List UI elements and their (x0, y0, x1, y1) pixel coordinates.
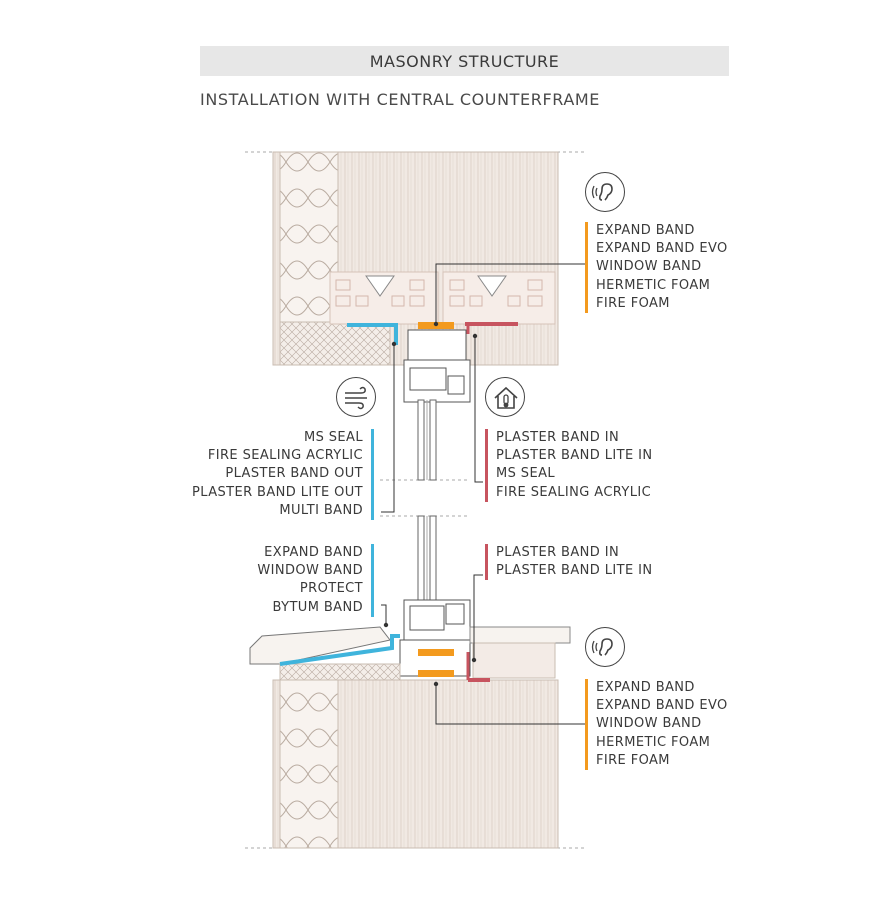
lower-seals (279, 634, 490, 682)
orange-accent-bar (585, 222, 588, 313)
label-item: MULTI BAND (279, 502, 363, 518)
label-item: PLASTER BAND LITE IN (496, 448, 653, 464)
ear-sound-icon (585, 172, 625, 212)
red-accent-bar (485, 544, 488, 580)
blue-accent-bar (371, 429, 374, 520)
mid-left-labels: MS SEAL FIRE SEALING ACRYLIC PLASTER BAN… (192, 429, 363, 520)
label-item: EXPAND BAND (596, 680, 695, 695)
label-item: PLASTER BAND LITE IN (496, 563, 653, 579)
diagram-subtitle: INSTALLATION WITH CENTRAL COUNTERFRAME (200, 90, 601, 109)
section-title: MASONRY STRUCTURE (369, 51, 560, 71)
glazing (417, 399, 437, 607)
label-item: WINDOW BAND (596, 716, 702, 732)
wind-icon (336, 377, 376, 417)
blue-accent-bar (371, 544, 374, 617)
red-accent-bar (485, 429, 488, 502)
house-thermometer-icon (485, 377, 525, 417)
label-item: EXPAND BAND EVO (596, 241, 728, 257)
label-item: MS SEAL (303, 430, 363, 445)
window-frame-bottom (399, 599, 471, 677)
label-item: HERMETIC FOAM (596, 734, 711, 750)
label-item: BYTUM BAND (272, 599, 363, 615)
mid-right-labels: PLASTER BAND IN PLASTER BAND LITE IN MS … (496, 429, 652, 502)
label-item: WINDOW BAND (596, 259, 702, 275)
bottom-right-labels: EXPAND BAND EXPAND BAND EVO WINDOW BAND … (596, 679, 728, 770)
section-title-bar: MASONRY STRUCTURE (200, 46, 729, 76)
label-item: EXPAND BAND EVO (596, 698, 728, 714)
ear-sound-icon (585, 627, 625, 667)
label-item: FIRE FOAM (596, 295, 670, 311)
window-frame-top (403, 329, 471, 403)
label-item: PLASTER BAND OUT (225, 466, 363, 482)
top-right-labels: EXPAND BAND EXPAND BAND EVO WINDOW BAND … (596, 222, 728, 313)
label-item: PROTECT (299, 581, 363, 597)
upper-wall (272, 151, 559, 366)
lower-left-labels: EXPAND BAND WINDOW BAND PROTECT BYTUM BA… (257, 544, 363, 617)
leader-lines (381, 263, 586, 725)
label-item: HERMETIC FOAM (596, 277, 711, 293)
label-item: EXPAND BAND (596, 223, 695, 238)
sill-inner (469, 626, 571, 679)
label-item: FIRE FOAM (596, 752, 670, 768)
label-item: FIRE SEALING ACRYLIC (207, 448, 363, 464)
label-item: EXPAND BAND (264, 545, 363, 560)
label-item: MS SEAL (496, 466, 556, 482)
lower-wall (272, 663, 559, 849)
label-item: PLASTER BAND IN (496, 545, 620, 560)
leader-dots (383, 321, 478, 687)
label-item: PLASTER BAND IN (496, 430, 620, 445)
label-item: PLASTER BAND LITE OUT (192, 484, 363, 500)
orange-accent-bar (585, 679, 588, 770)
lower-right-labels: PLASTER BAND IN PLASTER BAND LITE IN (496, 544, 652, 580)
label-item: FIRE SEALING ACRYLIC (496, 484, 652, 500)
label-item: WINDOW BAND (257, 563, 363, 579)
